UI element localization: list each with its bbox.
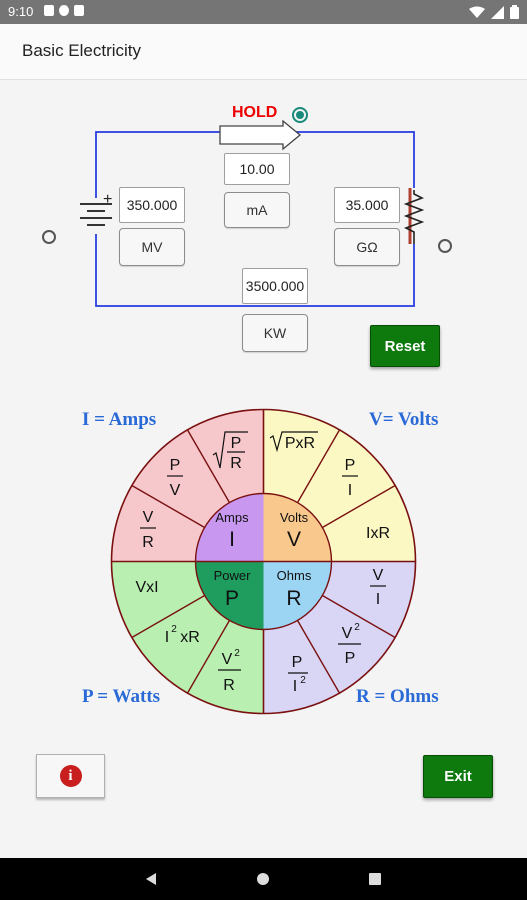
info-button[interactable]: i: [36, 754, 105, 798]
power-field[interactable]: 3500.000: [242, 268, 308, 304]
svg-text:2: 2: [300, 675, 306, 686]
svg-text:P: P: [231, 435, 242, 452]
resistance-radio[interactable]: [438, 239, 452, 253]
svg-text:V: V: [143, 509, 154, 526]
amps-center-quadrant: [195, 493, 264, 562]
formula-v-over-i: V I: [370, 567, 386, 608]
center-ohms-symbol: R: [286, 587, 301, 610]
info-icon: i: [59, 765, 82, 787]
center-power-symbol: P: [225, 587, 239, 610]
battery-icon: [80, 198, 112, 234]
svg-text:V: V: [373, 567, 384, 584]
battery-icon: [510, 5, 519, 19]
svg-text:P: P: [345, 457, 356, 474]
app-title: Basic Electricity: [22, 41, 142, 60]
hold-label: HOLD: [232, 104, 278, 121]
wheel-spoke: [186, 429, 231, 503]
wifi-icon: [469, 6, 485, 18]
app-bar: Basic Electricity: [0, 24, 527, 80]
svg-text:P: P: [292, 654, 303, 671]
notification-icon: [59, 5, 69, 16]
svg-text:PxR: PxR: [285, 435, 315, 452]
center-volts-symbol: V: [287, 528, 301, 551]
resistor-icon: [403, 188, 425, 244]
wheel-spoke: [131, 484, 205, 529]
home-icon[interactable]: [256, 872, 270, 886]
formula-vxi: VxI: [135, 579, 158, 596]
resistance-unit-button[interactable]: GΩ: [334, 228, 400, 266]
system-icons: [469, 5, 519, 19]
voltage-radio[interactable]: [42, 230, 56, 244]
notification-icons: [44, 5, 84, 16]
center-ohms-name: Ohms: [277, 568, 312, 583]
svg-text:R: R: [230, 455, 242, 472]
sd-card-icon: [74, 5, 84, 16]
current-unit-button[interactable]: mA: [224, 192, 290, 228]
wheel-spoke: [296, 429, 341, 503]
formula-p-over-i: P I: [342, 457, 358, 499]
wheel-spoke: [322, 484, 396, 529]
voltage-unit-button[interactable]: MV: [119, 228, 185, 266]
recents-icon[interactable]: [369, 873, 381, 885]
svg-text:2: 2: [171, 624, 177, 635]
wheel-spoke: [131, 594, 205, 639]
svg-text:V: V: [222, 651, 233, 668]
formula-ixr: IxR: [366, 525, 390, 542]
current-field[interactable]: 10.00: [224, 153, 290, 185]
formula-sqrt-p-over-r: P R: [212, 431, 248, 472]
wheel-center: [195, 493, 332, 630]
svg-text:2: 2: [354, 622, 360, 633]
svg-text:R: R: [223, 677, 235, 694]
ohms-law-wheel: Amps I Volts V Power P Ohms R V R P V P …: [110, 408, 417, 715]
wheel-spokes: [131, 429, 396, 694]
formula-v2-over-p: V 2 P: [338, 622, 361, 667]
svg-text:I: I: [348, 482, 352, 499]
status-time: 9:10: [8, 4, 34, 19]
reset-button[interactable]: Reset: [370, 325, 440, 367]
svg-text:I: I: [293, 678, 297, 695]
amps-label: I = Amps: [82, 409, 157, 430]
exit-button[interactable]: Exit: [423, 755, 493, 798]
center-amps-name: Amps: [215, 510, 249, 525]
wheel-spoke: [322, 594, 396, 639]
formula-p-over-i2: P I 2: [288, 654, 308, 695]
svg-text:P: P: [170, 457, 181, 474]
current-arrow-icon: [219, 119, 302, 151]
ohms-label: R = Ohms: [356, 686, 439, 707]
watts-label: P = Watts: [82, 686, 161, 707]
formula-v2-over-r: V 2 R: [218, 648, 241, 694]
svg-text:I: I: [165, 629, 169, 646]
svg-text:2: 2: [234, 648, 240, 659]
formula-sqrt-pxr: PxR: [269, 431, 318, 453]
svg-text:V: V: [170, 482, 181, 499]
formula-p-over-v: P V: [167, 457, 183, 499]
resistance-field[interactable]: 35.000: [334, 187, 400, 223]
power-unit-button[interactable]: KW: [242, 314, 308, 352]
formula-i2xr: I 2 xR: [165, 624, 200, 646]
ohms-center-quadrant: [263, 561, 332, 630]
notification-icon: [44, 5, 54, 16]
signal-icon: [491, 5, 504, 19]
svg-text:P: P: [345, 650, 356, 667]
center-volts-name: Volts: [280, 510, 309, 525]
back-icon[interactable]: [144, 872, 158, 886]
status-bar: 9:10: [0, 0, 527, 24]
battery-plus-sign: +: [103, 191, 112, 208]
power-center-quadrant: [195, 561, 264, 630]
voltage-field[interactable]: 350.000: [119, 187, 185, 223]
svg-text:V: V: [342, 625, 353, 642]
svg-text:xR: xR: [180, 629, 200, 646]
wheel-spoke: [186, 620, 231, 694]
navigation-bar: [0, 858, 527, 900]
center-amps-symbol: I: [229, 528, 235, 551]
volts-label: V= Volts: [369, 409, 439, 430]
center-power-name: Power: [214, 568, 252, 583]
circuit-diagram: +: [80, 119, 425, 307]
svg-text:I: I: [376, 591, 380, 608]
formula-v-over-r: V R: [140, 509, 156, 551]
wheel-spoke: [296, 620, 341, 694]
hold-radio[interactable]: [292, 107, 308, 123]
svg-text:R: R: [142, 534, 154, 551]
volts-center-quadrant: [263, 493, 332, 562]
